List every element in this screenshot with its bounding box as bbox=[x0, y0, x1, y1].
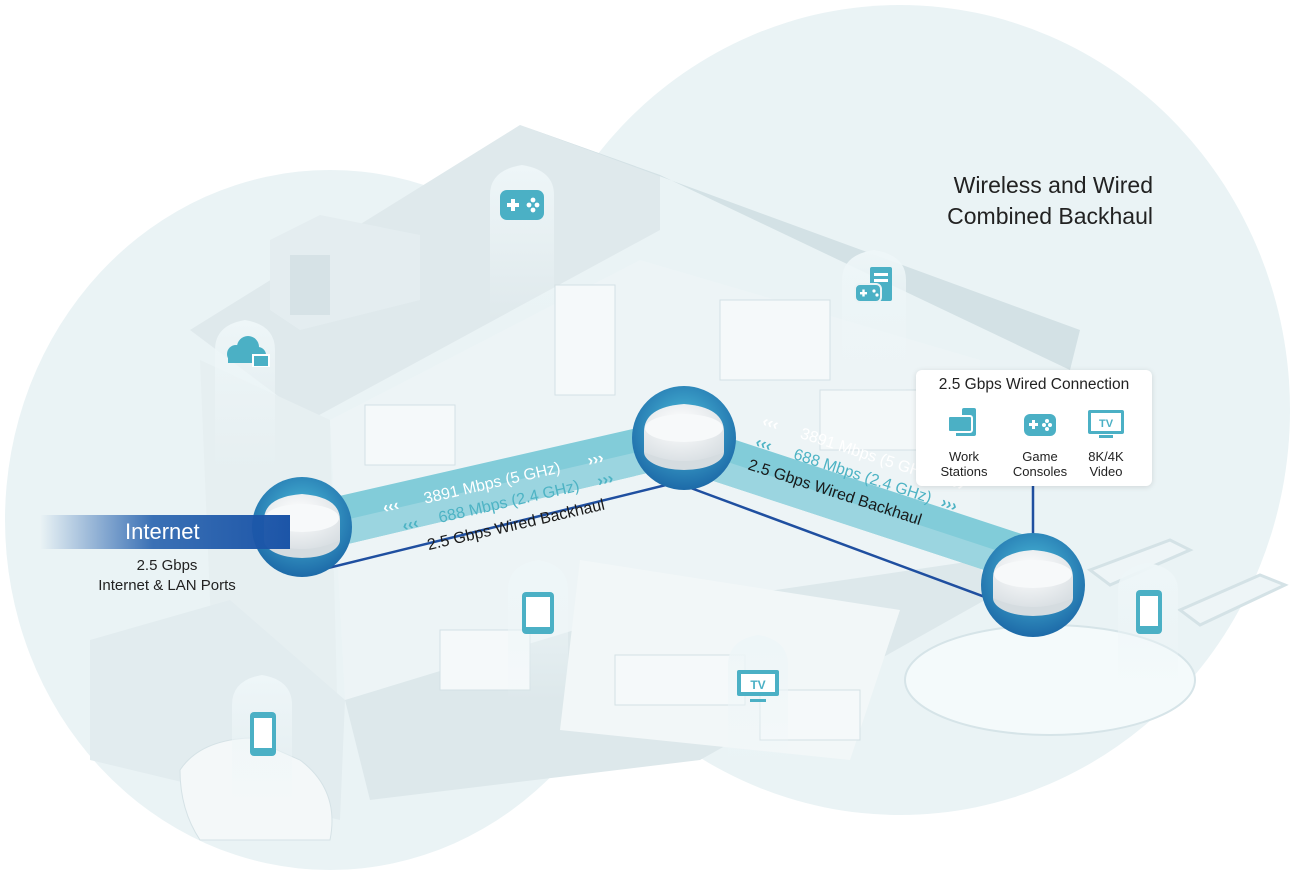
wired-item-label-line2: Stations bbox=[940, 464, 988, 479]
pc-gamepad-icon bbox=[854, 267, 892, 303]
tv-icon-label: TV bbox=[750, 678, 765, 692]
wired-connection-title: 2.5 Gbps Wired Connection bbox=[938, 376, 1130, 393]
wired-item-label-line1: Work bbox=[948, 449, 980, 464]
left-arrows-5ghz-end: ››› bbox=[586, 450, 605, 470]
phone-icon-pool bbox=[1136, 590, 1162, 634]
gamepad-icon bbox=[1024, 414, 1056, 436]
ports-line-2: Internet & LAN Ports bbox=[98, 577, 236, 594]
ports-line-1: 2.5 Gbps bbox=[136, 557, 198, 574]
router-left bbox=[252, 477, 352, 577]
wired-item-label-line2: Video bbox=[1089, 464, 1123, 479]
left-arrows-5ghz-start: ‹‹‹ bbox=[381, 497, 400, 517]
right-arrows-5ghz-start: ‹‹‹ bbox=[760, 413, 780, 434]
workstation-icon bbox=[947, 408, 976, 436]
wired-item-label-line2: Consoles bbox=[1012, 464, 1068, 479]
internet-label: Internet bbox=[125, 519, 200, 544]
left-arrows-24ghz-end: ››› bbox=[596, 470, 615, 490]
wired-item-workstations: Work Stations bbox=[926, 406, 1002, 479]
wired-item-label-line1: Game bbox=[1022, 449, 1058, 464]
router-right bbox=[981, 533, 1085, 637]
tv-icon-label: TV bbox=[1099, 418, 1114, 430]
wireless-band-right bbox=[680, 425, 1040, 585]
title-line-1: Wireless and Wired bbox=[953, 172, 1153, 198]
tablet-icon bbox=[522, 592, 554, 634]
right-arrows-24ghz-start: ‹‹‹ bbox=[753, 434, 773, 455]
internet-bar bbox=[40, 515, 290, 549]
bubble-gamepad-top bbox=[490, 165, 554, 320]
gamepad-icon bbox=[500, 190, 544, 220]
tv-icon: TV bbox=[1088, 410, 1124, 438]
wired-connection-box: 2.5 Gbps Wired Connection Work Stations … bbox=[916, 370, 1152, 486]
bubble-tv bbox=[728, 635, 788, 770]
wired-line-left bbox=[319, 482, 671, 572]
tv-icon-scene: TV bbox=[737, 670, 779, 702]
left-arrows-24ghz-start: ‹‹‹ bbox=[401, 515, 420, 535]
router-center bbox=[632, 386, 736, 490]
wired-line-right bbox=[679, 482, 1021, 612]
lounge-chairs bbox=[1086, 538, 1289, 627]
wired-item-video: TV 8K/4K Video bbox=[1068, 406, 1144, 479]
wired-item-game-consoles: Game Consoles bbox=[1002, 406, 1078, 479]
cloud-folder-icon bbox=[227, 336, 270, 367]
title-line-2: Combined Backhaul bbox=[947, 203, 1153, 229]
phone-icon-car bbox=[250, 712, 276, 756]
right-arrows-24ghz-end: ››› bbox=[939, 494, 959, 515]
wired-item-label-line1: 8K/4K bbox=[1088, 449, 1124, 464]
wireless-band-left bbox=[300, 425, 660, 553]
